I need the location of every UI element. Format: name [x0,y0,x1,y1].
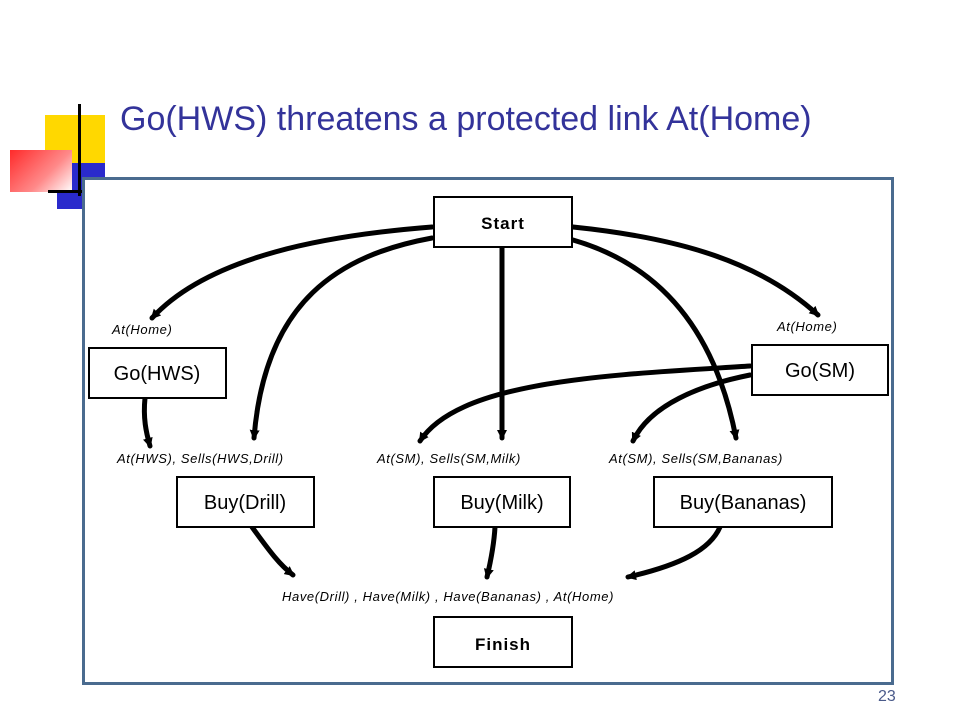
edge-go-sm-to-buy-bananas [630,372,753,444]
node-buy-drill-label: Buy(Drill) [204,492,286,514]
slide-title: Go(HWS) threatens a protected link At(Ho… [120,100,812,138]
node-buy-drill: Buy(Drill) [176,476,315,528]
edge-go-sm-to-buy-milk [417,363,753,444]
edge-buy-bananas-to-finish [625,524,723,581]
node-buy-bananas: Buy(Bananas) [653,476,833,528]
decorative-red-square [10,150,72,192]
edge-buy-milk-to-finish [483,524,498,580]
node-go-sm-label: Go(SM) [785,360,855,382]
decorative-horizontal-line [48,190,88,193]
node-go-sm: Go(SM) [751,344,889,396]
condition-buy-milk-precondition: At(SM), Sells(SM,Milk) [376,451,521,466]
node-go-hws: Go(HWS) [88,347,227,399]
node-buy-milk: Buy(Milk) [433,476,571,528]
diagram-frame [82,177,894,685]
decorative-vertical-line [78,104,81,196]
edge-buy-drill-to-finish [249,524,296,578]
node-start-label: Start [481,214,525,233]
node-buy-milk-label: Buy(Milk) [460,492,543,514]
page-number: 23 [878,688,896,705]
node-buy-bananas-label: Buy(Bananas) [680,492,807,514]
condition-buy-bananas-precondition: At(SM), Sells(SM,Bananas) [608,451,783,466]
node-start: Start [433,196,573,248]
node-finish-label: Finish [475,635,531,654]
condition-finish-precondition: Have(Drill) , Have(Milk) , Have(Bananas)… [282,589,614,604]
condition-go-hws-precondition: At(Home) [111,322,172,337]
edge-start-to-buy-drill [249,235,435,441]
edge-start-to-buy-bananas [570,237,740,441]
node-finish: Finish [433,616,573,668]
condition-buy-drill-precondition: At(HWS), Sells(HWS,Drill) [116,451,284,466]
condition-go-sm-precondition: At(Home) [776,319,837,334]
edge-start-to-go-hws [149,224,435,321]
edge-go-hws-to-buy-drill [141,395,153,449]
edge-start-to-go-sm [570,224,821,318]
node-go-hws-label: Go(HWS) [114,363,201,385]
